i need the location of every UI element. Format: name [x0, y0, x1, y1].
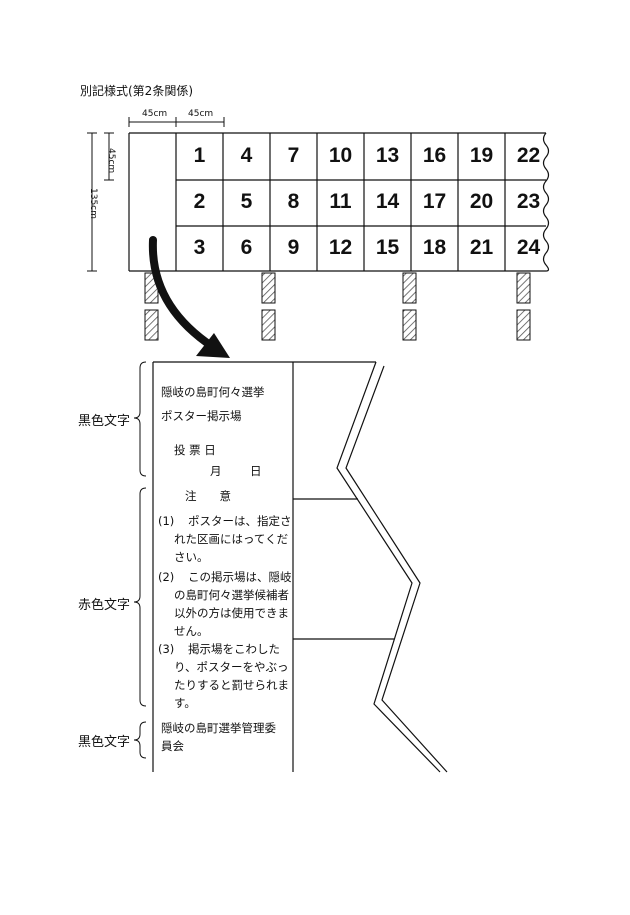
board-cell-number: 13 — [375, 144, 400, 167]
notice-committee: 隠岐の島町選挙管理委員会 — [161, 721, 276, 753]
form-title: 別記様式(第2条関係) — [80, 84, 193, 98]
board-cell-number: 4 — [240, 144, 253, 167]
dimension-height-total: 135cm — [88, 188, 98, 219]
label-red-text: 赤色文字 — [78, 598, 131, 613]
notice-day: 日 — [250, 464, 262, 478]
board-cell-number: 19 — [469, 144, 494, 167]
board-cell-number: 8 — [287, 190, 300, 213]
board-cell-number: 14 — [375, 190, 400, 213]
notice-caution-heading: 注 意 — [185, 489, 231, 503]
board-cell-number: 24 — [516, 236, 541, 259]
board-cell-number: 2 — [193, 190, 206, 213]
notice-board-outline — [152, 361, 448, 773]
dimension-width-first: 45cm — [142, 109, 168, 119]
board-cell-number: 3 — [193, 236, 206, 259]
dimension-height-cell: 45cm — [106, 148, 116, 174]
caution-item-1: (1) ポスターは、指定された区画にはってください。 — [158, 512, 294, 568]
board-cell-number: 11 — [329, 190, 352, 213]
board-cell-number: 10 — [328, 144, 353, 167]
caution-item-number: (1) — [158, 514, 175, 528]
board-grid — [175, 133, 546, 271]
board-cell-number: 21 — [469, 236, 494, 259]
caution-item-3: (3) 掲示場をこわしたり、ポスターをやぶったりすると罰せられます。 — [158, 640, 294, 712]
caution-item-number: (3) — [158, 642, 175, 656]
board-cell-number: 7 — [287, 144, 300, 167]
board-cell-number: 16 — [422, 144, 447, 167]
caution-item-2: (2) この掲示場は、隠岐の島町何々選挙候補者以外の方は使用できません。 — [158, 568, 294, 640]
notice-voting-day-label: 投 票 日 — [174, 443, 216, 457]
board-cell-number: 6 — [240, 236, 253, 259]
board-cell-number: 17 — [422, 190, 447, 213]
notice-month: 月 — [210, 464, 222, 478]
caution-item-text: この掲示場は、隠岐の島町何々選挙候補者以外の方は使用できません。 — [174, 570, 292, 638]
height-dimension-lines — [87, 132, 114, 272]
label-black-text-bottom: 黒色文字 — [78, 735, 131, 750]
board-cell-number: 23 — [516, 190, 541, 213]
board-posts — [144, 272, 531, 341]
caution-item-text: ポスターは、指定された区画にはってください。 — [174, 514, 292, 564]
pointer-arrow — [148, 236, 230, 358]
board-cell-number: 22 — [516, 144, 541, 167]
board-cell-number: 15 — [375, 236, 400, 259]
dimension-width-second: 45cm — [188, 109, 214, 119]
board-frame — [128, 132, 550, 272]
board-cell-number: 20 — [469, 190, 494, 213]
caution-item-text: 掲示場をこわしたり、ポスターをやぶったりすると罰せられます。 — [174, 642, 289, 710]
label-black-text-top: 黒色文字 — [78, 414, 131, 429]
board-cell-number: 1 — [193, 144, 206, 167]
width-dimension-line — [128, 117, 225, 127]
board-cell-number: 18 — [422, 236, 447, 259]
notice-board-name: ポスター掲示場 — [161, 409, 242, 423]
notice-election-name: 隠岐の島町何々選挙 — [161, 385, 265, 399]
board-cell-number: 12 — [328, 236, 353, 259]
side-brackets — [133, 361, 147, 759]
board-cell-number: 5 — [240, 190, 253, 213]
board-cell-number: 9 — [287, 236, 300, 259]
caution-item-number: (2) — [158, 570, 175, 584]
